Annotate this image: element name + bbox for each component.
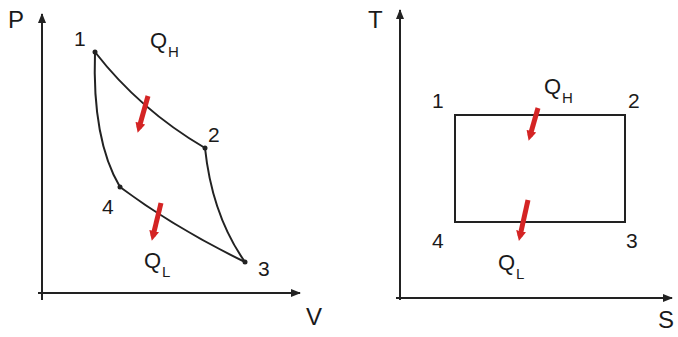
state-number: 2 xyxy=(208,124,220,145)
pv-axes xyxy=(38,14,300,300)
state-number: 1 xyxy=(74,28,86,49)
state-number: 3 xyxy=(626,230,638,251)
axis-label: P xyxy=(8,8,24,32)
axis-label: V xyxy=(306,305,322,329)
ts-cycle xyxy=(455,115,625,222)
state-number: 4 xyxy=(102,196,114,217)
heat-subscript: L xyxy=(162,264,170,279)
pv-cycle xyxy=(95,52,245,262)
heat-subscript: H xyxy=(562,90,573,105)
heat-subscript: H xyxy=(168,44,179,59)
state-number: 1 xyxy=(432,90,444,111)
heat-subscript: L xyxy=(516,266,524,281)
state-dots xyxy=(93,50,248,265)
heat-symbol: Q xyxy=(544,76,561,98)
axis-label: T xyxy=(368,8,383,32)
axis-label: S xyxy=(658,308,674,332)
state-number: 4 xyxy=(432,230,444,251)
heat-symbol: Q xyxy=(144,250,161,272)
state-number: 3 xyxy=(258,258,270,279)
heat-arrows xyxy=(139,96,538,236)
state-number: 2 xyxy=(628,90,640,111)
heat-symbol: Q xyxy=(150,30,167,52)
heat-symbol: Q xyxy=(498,252,515,274)
ts-axes xyxy=(396,10,672,300)
